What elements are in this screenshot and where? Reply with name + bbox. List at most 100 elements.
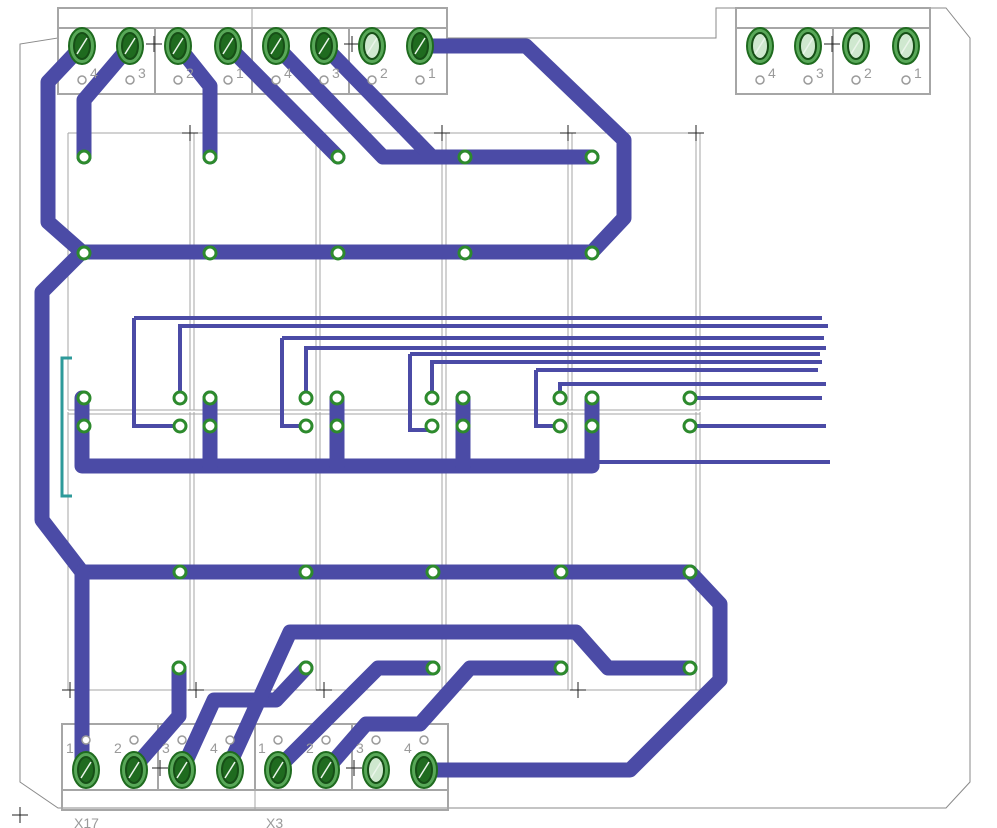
pad-slot bbox=[418, 761, 430, 779]
pad-slot bbox=[176, 761, 188, 779]
via-pad bbox=[76, 149, 92, 165]
pad-small-hole bbox=[371, 735, 381, 745]
via-pad bbox=[172, 418, 188, 434]
via-pad bbox=[76, 390, 92, 406]
pin-number-label: 1 bbox=[258, 740, 266, 756]
pad-small-hole bbox=[319, 75, 329, 85]
pad-small-hole bbox=[177, 735, 187, 745]
pad-small-hole bbox=[271, 75, 281, 85]
pin-number-label: 1 bbox=[914, 65, 922, 81]
via-pad bbox=[76, 245, 92, 261]
via-pad bbox=[298, 660, 314, 676]
pin-number-label: 2 bbox=[114, 740, 122, 756]
pad-small-hole bbox=[81, 735, 91, 745]
pad-slot bbox=[80, 761, 92, 779]
via-pad bbox=[584, 149, 600, 165]
trace-signal bbox=[408, 352, 820, 432]
pad-slot bbox=[76, 37, 88, 55]
pad-slot bbox=[272, 761, 284, 779]
via-pad bbox=[202, 245, 218, 261]
via-pad bbox=[330, 245, 346, 261]
via-pad bbox=[425, 564, 441, 580]
side-marker-bracket bbox=[60, 356, 72, 498]
pad-small-hole bbox=[273, 735, 283, 745]
via-pad bbox=[202, 418, 218, 434]
pad-slot bbox=[850, 37, 862, 55]
trace-signal bbox=[430, 360, 822, 398]
board-outline bbox=[19, 7, 971, 809]
pad-small-hole bbox=[803, 75, 813, 85]
pin-number-label: 3 bbox=[816, 65, 824, 81]
trace-power bbox=[220, 38, 346, 165]
pad-slot bbox=[900, 37, 912, 55]
pad-small-hole bbox=[755, 75, 765, 85]
trace-power bbox=[34, 244, 90, 580]
pin-number-label: 1 bbox=[66, 740, 74, 756]
pin-number-label: 4 bbox=[284, 65, 292, 81]
pin-number-label: 2 bbox=[306, 740, 314, 756]
pin-number-label: 4 bbox=[210, 740, 218, 756]
pad-small-hole bbox=[321, 735, 331, 745]
via-pad bbox=[682, 660, 698, 676]
pad-small-hole bbox=[223, 75, 233, 85]
via-pad bbox=[298, 390, 314, 406]
via-pad bbox=[553, 660, 569, 676]
trace-signal bbox=[304, 346, 826, 398]
via-pad bbox=[202, 149, 218, 165]
trace-power bbox=[219, 624, 698, 778]
pad-small-hole bbox=[225, 735, 235, 745]
via-pad bbox=[329, 418, 345, 434]
pad-slot bbox=[414, 37, 426, 55]
pad-slot bbox=[366, 37, 378, 55]
pad-slot bbox=[754, 37, 766, 55]
trace-power bbox=[268, 660, 441, 778]
via-pad bbox=[584, 390, 600, 406]
pads-layer bbox=[68, 27, 920, 789]
via-pad bbox=[171, 660, 187, 676]
trace-signal bbox=[178, 324, 828, 398]
trace-power bbox=[416, 564, 728, 778]
via-pad bbox=[455, 390, 471, 406]
via-pad bbox=[682, 564, 698, 580]
via-pad bbox=[455, 418, 471, 434]
pad-small-hole bbox=[415, 75, 425, 85]
pad-small-hole bbox=[367, 75, 377, 85]
pad-slot bbox=[270, 37, 282, 55]
pin-number-label: 4 bbox=[404, 740, 412, 756]
pin-number-label: 2 bbox=[380, 65, 388, 81]
via-pad bbox=[553, 564, 569, 580]
part-label-x3: X3 bbox=[266, 815, 283, 828]
pin-number-label: 3 bbox=[356, 740, 364, 756]
board-edge bbox=[19, 7, 971, 809]
pad-slot bbox=[172, 37, 184, 55]
via-pad bbox=[298, 418, 314, 434]
pad-small-hole bbox=[173, 75, 183, 85]
pin-number-label: 1 bbox=[236, 65, 244, 81]
trace-signal bbox=[280, 336, 824, 428]
pin-number-label: 1 bbox=[428, 65, 436, 81]
trace-power bbox=[170, 38, 218, 165]
via-pad bbox=[172, 564, 188, 580]
via-pad bbox=[584, 245, 600, 261]
pad-slot bbox=[320, 761, 332, 779]
pad-small-hole bbox=[77, 75, 87, 85]
trace-power bbox=[174, 660, 314, 778]
pin-number-label: 3 bbox=[332, 65, 340, 81]
pad-small-hole bbox=[851, 75, 861, 85]
pin-number-label: 2 bbox=[186, 65, 194, 81]
part-label-x17: X17 bbox=[74, 815, 99, 828]
via-pad bbox=[172, 390, 188, 406]
via-pad bbox=[457, 245, 473, 261]
pad-slot bbox=[224, 761, 236, 779]
via-pad bbox=[682, 418, 698, 434]
pad-slot bbox=[128, 761, 140, 779]
via-pad bbox=[552, 390, 568, 406]
via-pad bbox=[425, 660, 441, 676]
pad-slot bbox=[370, 761, 382, 779]
trace-signal bbox=[534, 368, 818, 428]
trace-power bbox=[412, 38, 632, 260]
pin-number-label: 3 bbox=[162, 740, 170, 756]
pad-slot bbox=[222, 37, 234, 55]
via-pad bbox=[298, 564, 314, 580]
